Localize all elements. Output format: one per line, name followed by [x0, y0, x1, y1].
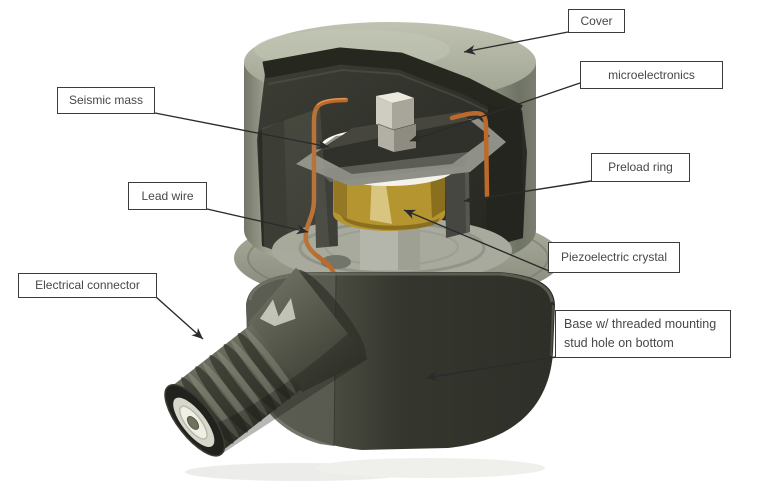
callout-lead-wire-label: Lead wire [141, 188, 194, 203]
callout-electrical-connector: Electrical connector [18, 273, 157, 298]
leader-preload-ring [463, 180, 592, 205]
callout-base: Base w/ threaded mounting stud hole on b… [555, 310, 731, 358]
connector-end-face [164, 384, 226, 457]
connector-highlight [259, 298, 296, 327]
callout-base-label-line1: Base w/ threaded mounting [564, 316, 717, 331]
right-inner-wall [486, 104, 523, 248]
leader-piezoelectric-crystal [403, 209, 550, 272]
callout-piezoelectric-crystal: Piezoelectric crystal [548, 242, 680, 273]
leader-base [425, 356, 557, 382]
left-inner-wall [258, 120, 288, 252]
cut-wall-band [262, 47, 523, 121]
connector-hex-socket [186, 416, 200, 430]
ground-shadow [185, 458, 545, 481]
leader-lead-wire [206, 208, 309, 235]
callout-microelectronics-label: microelectronics [608, 67, 695, 82]
cutaway-interior [257, 47, 527, 297]
microelectronics-chip [376, 92, 416, 152]
translucent-wall [262, 108, 330, 256]
leader-microelectronics [409, 82, 581, 143]
leader-lines [154, 31, 592, 382]
callout-preload-ring-label: Preload ring [608, 160, 673, 175]
callout-cover-label: Cover [580, 13, 613, 28]
connector-shape [164, 267, 368, 457]
callout-cover: Cover [568, 9, 625, 33]
callout-lead-wire: Lead wire [128, 182, 207, 210]
callout-preload-ring: Preload ring [591, 153, 690, 182]
callout-piezoelectric-crystal-label: Piezoelectric crystal [560, 250, 668, 265]
leader-seismic-mass [154, 112, 330, 150]
callout-electrical-connector-label: Electrical connector [35, 278, 140, 293]
callout-seismic-mass-label: Seismic mass [68, 93, 143, 108]
callout-seismic-mass: Seismic mass [57, 87, 155, 114]
callout-microelectronics: microelectronics [580, 61, 723, 89]
leader-cover [463, 31, 569, 55]
leader-electrical-connector [155, 296, 204, 340]
callout-base-label-line2: stud hole on bottom [564, 336, 674, 350]
